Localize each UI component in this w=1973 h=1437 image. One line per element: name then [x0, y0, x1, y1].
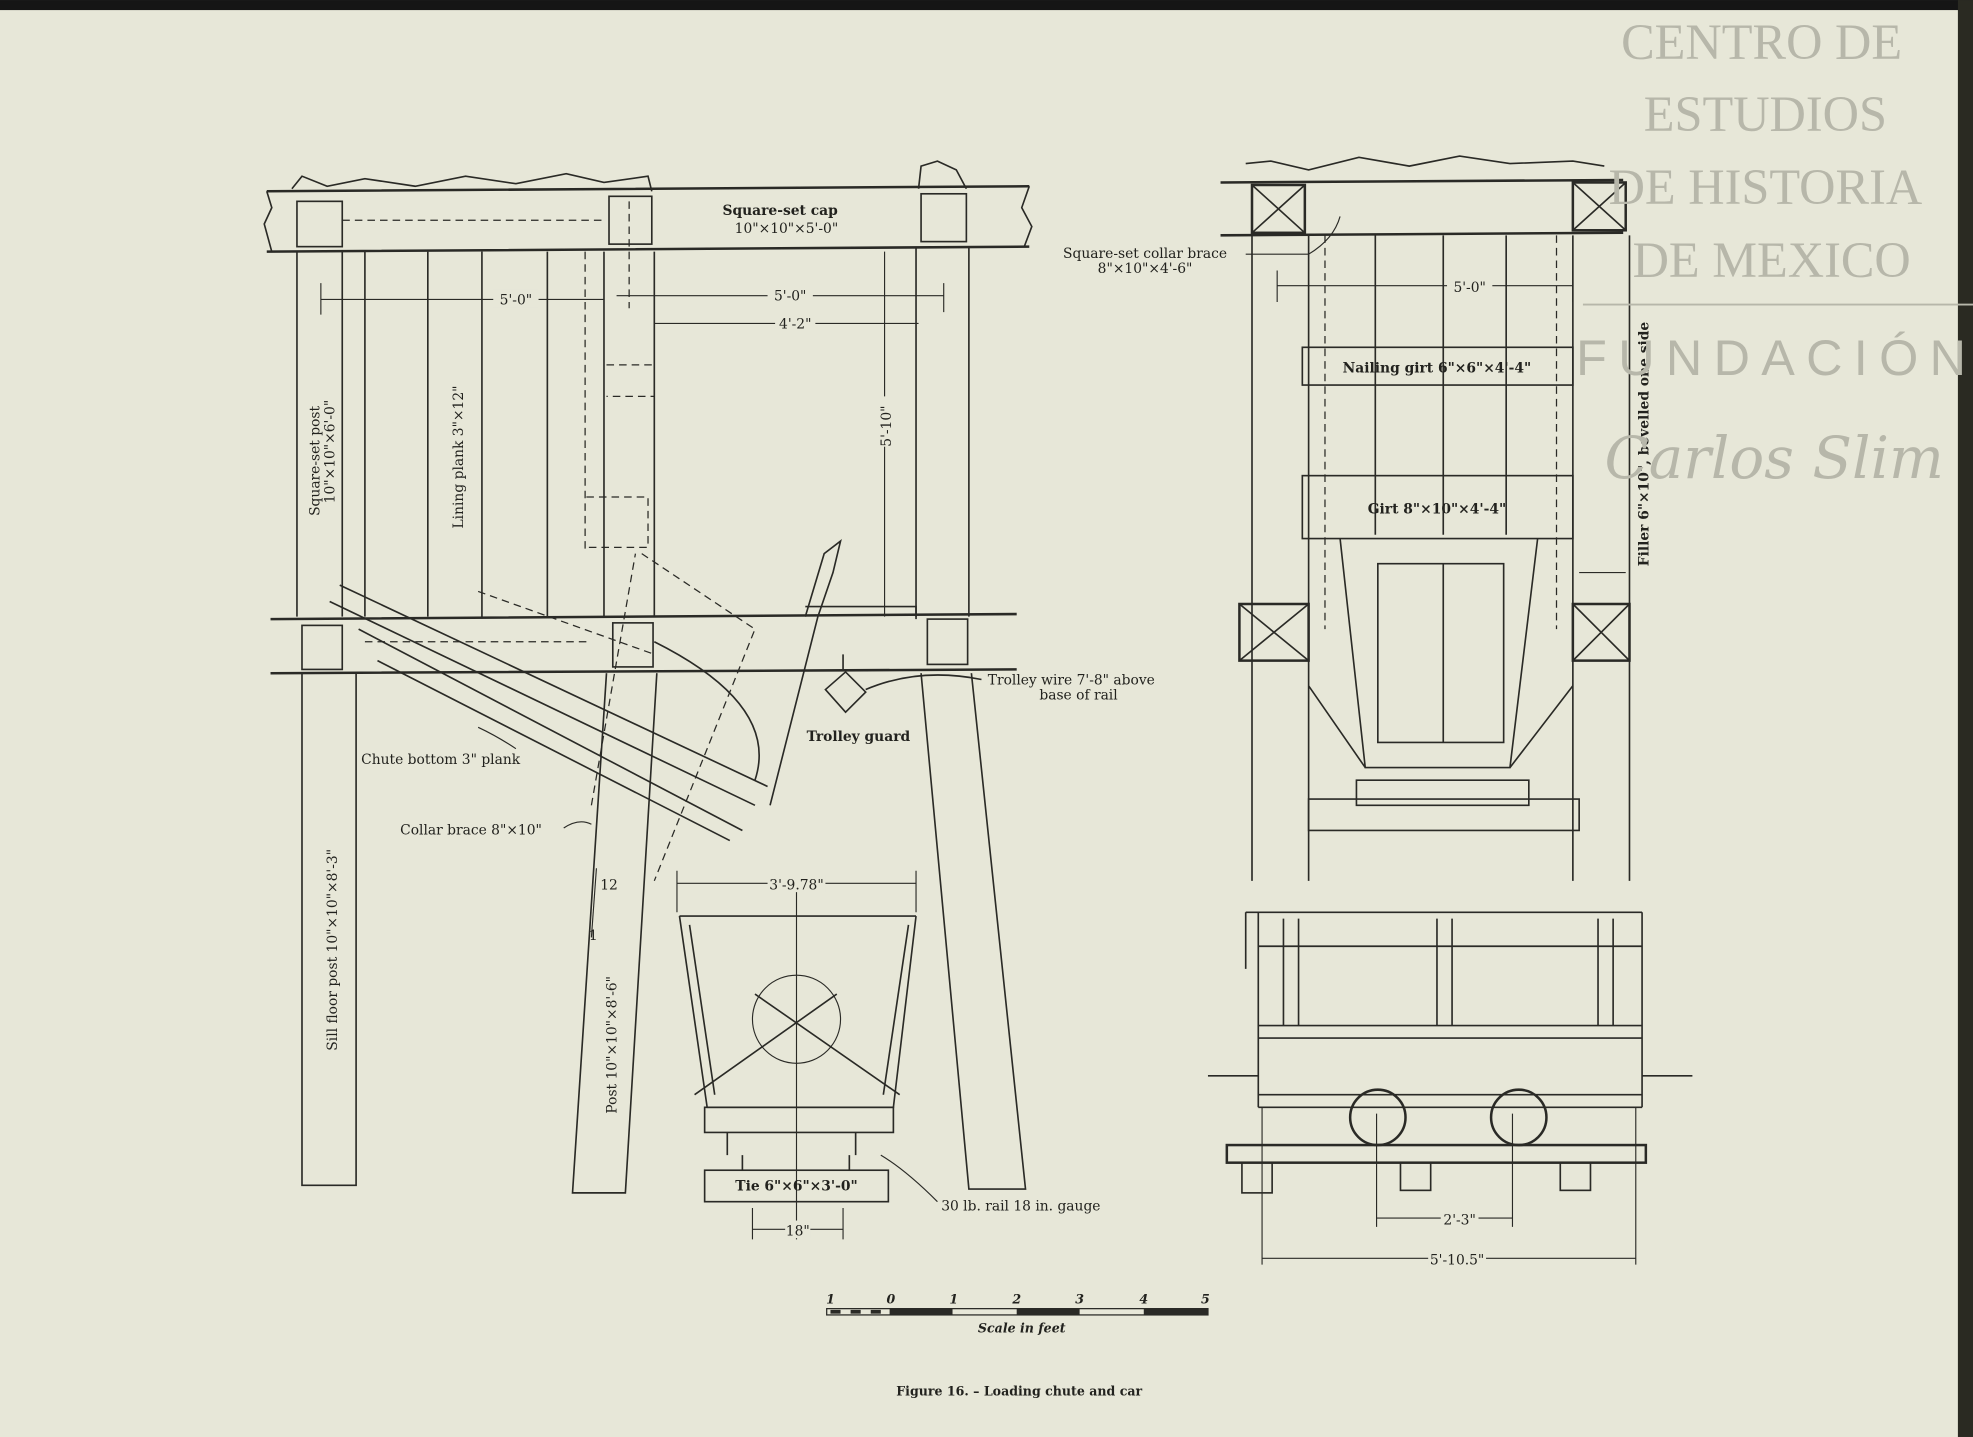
scale-label: Scale in feet — [978, 1321, 1066, 1336]
labels: Square-set cap 10"×10"×5'-0" Square-set … — [308, 203, 1653, 1214]
watermark-line: CENTRO DE — [1621, 14, 1902, 70]
scale-bar: 1 0 1 2 3 4 5 Scale in feet — [826, 1292, 1210, 1336]
watermark-line: ESTUDIOS — [1644, 86, 1887, 142]
scale-tick: 2 — [1011, 1292, 1021, 1307]
broken-top-edge — [291, 172, 653, 192]
label-sq-collar-brace-dim: 8"×10"×4'-6" — [1098, 261, 1193, 277]
dim-inner-span: 4'-2" — [779, 316, 811, 332]
dim-gauge: 18" — [786, 1224, 810, 1240]
girt — [1301, 474, 1574, 540]
label-lining-plank: Lining plank 3"×12" — [451, 385, 467, 528]
nailing-girt — [1301, 346, 1574, 386]
label-slope-12: 12 — [600, 878, 618, 894]
label-cap-dim: 10"×10"×5'-0" — [735, 221, 839, 237]
figure-caption: Figure 16. – Loading chute and car — [896, 1383, 1142, 1398]
label-sq-collar-brace: Square-set collar brace — [1063, 246, 1227, 262]
scale-tick: 3 — [1075, 1292, 1084, 1307]
label-post-dim: 10"×10"×6'-0" — [323, 400, 339, 504]
dim-side-span: 5'-0" — [1453, 280, 1485, 296]
label-filler: Filler 6"×10", bevelled one side — [1636, 322, 1652, 567]
dim-height: 5'-10" — [879, 405, 895, 446]
car-side-view — [1207, 911, 1693, 1265]
scan-border-right — [1957, 0, 1973, 1437]
label-trolley-wire-2: base of rail — [1039, 688, 1118, 704]
scan-border-top — [0, 0, 1973, 11]
label-chute-bottom: Chute bottom 3" plank — [361, 752, 521, 768]
label-post: Post 10"×10"×8'-6" — [605, 976, 621, 1114]
dim-car-length: 5'-10.5" — [1430, 1253, 1484, 1269]
watermark-line: DE HISTORIA — [1609, 159, 1923, 215]
scale-tick: 1 — [826, 1292, 835, 1307]
watermark-line: FUNDACIÓN — [1576, 329, 1973, 386]
dimension-labels: 5'-0" 5'-0" 4'-2" 5'-10" 3'-9.78" 18" 5'… — [493, 276, 1493, 1269]
square-set-cap — [266, 184, 1030, 253]
scale-tick: 0 — [886, 1292, 895, 1307]
scale-tick: 4 — [1139, 1292, 1148, 1307]
label-square-set-cap: Square-set cap — [722, 203, 838, 219]
label-collar-brace: Collar brace 8"×10" — [400, 822, 542, 838]
watermark-logo: CENTRO DE ESTUDIOS DE HISTORIA DE MEXICO… — [1576, 14, 1973, 492]
watermark-signature: Carlos Slim — [1604, 424, 1943, 492]
watermark-line: DE MEXICO — [1633, 232, 1911, 288]
label-tie: Tie 6"×6"×3'-0" — [735, 1178, 857, 1194]
label-slope-1: 1 — [589, 928, 598, 944]
left-elevation — [263, 160, 1033, 1194]
label-trolley-guard: Trolley guard — [807, 729, 911, 745]
right-section — [1220, 155, 1631, 881]
dim-wheelbase: 2'-3" — [1443, 1212, 1475, 1228]
label-trolley-wire: Trolley wire 7'-8" above — [988, 673, 1155, 689]
label-square-set-post: Square-set post — [308, 405, 324, 515]
label-nailing-girt: Nailing girt 6"×6"×4'-4" — [1343, 360, 1532, 376]
dim-right-span: 5'-0" — [774, 289, 806, 305]
label-sill-floor-post: Sill floor post 10"×10"×8'-3" — [325, 849, 341, 1051]
scale-tick: 5 — [1201, 1292, 1210, 1307]
dim-car-width: 3'-9.78" — [769, 878, 823, 894]
label-rail: 30 lb. rail 18 in. gauge — [941, 1198, 1100, 1214]
label-girt: Girt 8"×10"×4'-4" — [1368, 501, 1506, 517]
scale-tick: 1 — [949, 1292, 958, 1307]
dim-left-span: 5'-0" — [500, 293, 532, 309]
